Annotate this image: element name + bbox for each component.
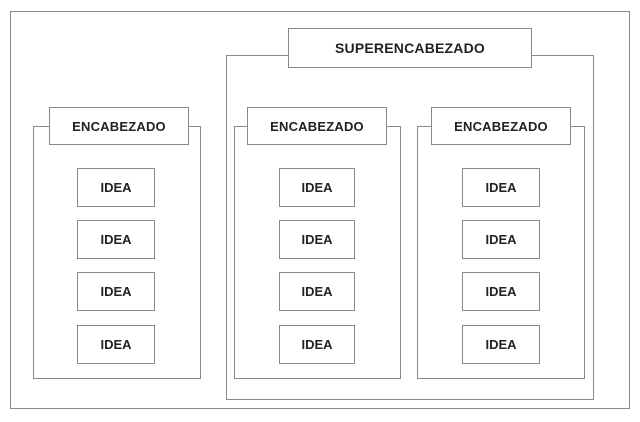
group-3-idea-4: IDEA xyxy=(462,325,540,364)
group-1-idea-2: IDEA xyxy=(77,220,155,259)
group-2-header: ENCABEZADO xyxy=(247,107,387,145)
group-3-idea-1: IDEA xyxy=(462,168,540,207)
group-1-idea-4: IDEA xyxy=(77,325,155,364)
group-1-idea-3: IDEA xyxy=(77,272,155,311)
group-2-idea-4: IDEA xyxy=(279,325,355,364)
group-3-idea-2: IDEA xyxy=(462,220,540,259)
group-1-header: ENCABEZADO xyxy=(49,107,189,145)
diagram-frame xyxy=(10,11,630,409)
super-group-header: SUPERENCABEZADO xyxy=(288,28,532,68)
group-2-idea-3: IDEA xyxy=(279,272,355,311)
group-3-header: ENCABEZADO xyxy=(431,107,571,145)
group-3-idea-3: IDEA xyxy=(462,272,540,311)
group-1-idea-1: IDEA xyxy=(77,168,155,207)
group-2-idea-1: IDEA xyxy=(279,168,355,207)
group-2-idea-2: IDEA xyxy=(279,220,355,259)
